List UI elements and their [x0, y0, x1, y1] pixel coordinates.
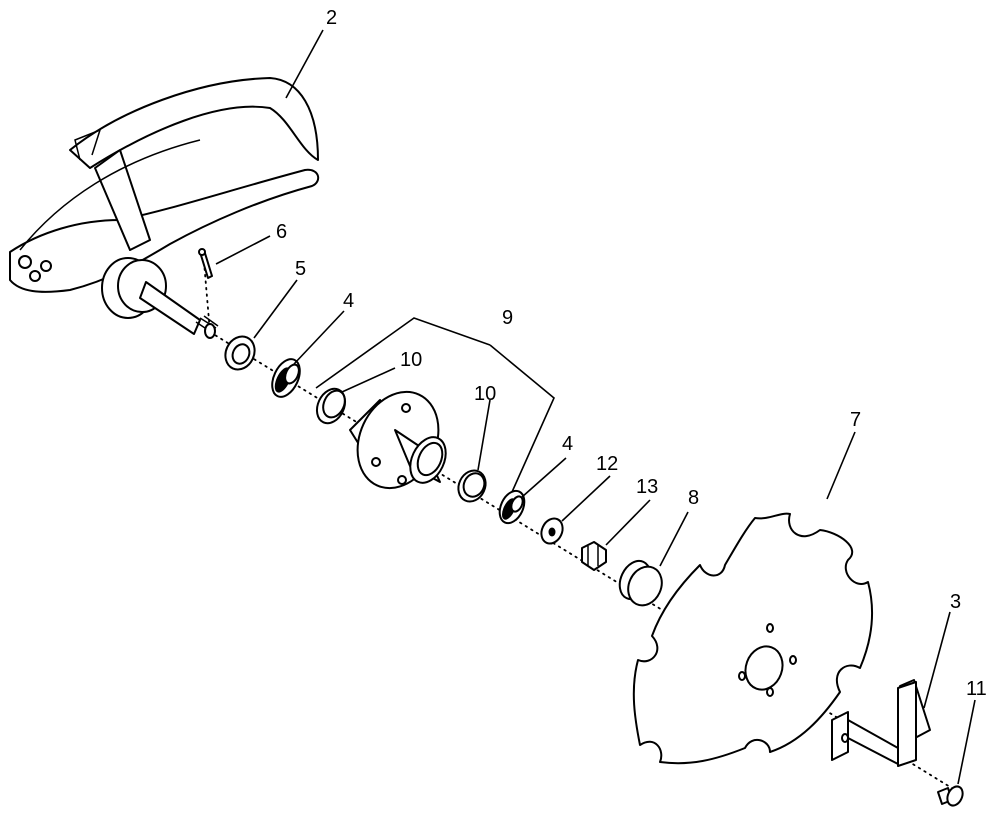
callout-label-11: 11	[966, 678, 987, 700]
callout-label-6: 6	[276, 221, 287, 243]
bearing-cone-right	[498, 489, 526, 525]
callout-labels: 2 6 5 4 9 10 10 4 12 13 8 7 3 11	[276, 7, 987, 700]
disc-blade	[632, 512, 874, 765]
bearing-cup-right	[457, 469, 487, 503]
washer-5	[224, 335, 256, 371]
castle-nut	[581, 541, 607, 571]
bearing-cone-left	[271, 358, 301, 398]
dust-cap	[618, 559, 663, 607]
callout-label-5: 5	[295, 258, 306, 280]
callout-label-12: 12	[596, 453, 618, 475]
callout-label-2: 2	[326, 7, 337, 29]
callout-label-10-left: 10	[400, 349, 422, 371]
spindle-shaft	[101, 257, 219, 339]
callout-label-4-left: 4	[343, 290, 354, 312]
callout-label-7: 7	[850, 409, 861, 431]
bearing-cup-left	[315, 387, 347, 425]
fender-bracket	[9, 77, 320, 293]
callout-label-13: 13	[636, 476, 658, 498]
callout-label-4-right: 4	[562, 433, 573, 455]
hub-assembly	[349, 390, 447, 490]
callout-label-8: 8	[688, 487, 699, 509]
assembly-axis	[203, 261, 956, 791]
leader-lines	[215, 29, 976, 785]
cotter-pin	[198, 248, 213, 279]
bolt	[937, 785, 964, 807]
washer-12	[540, 517, 564, 545]
clip-bracket	[831, 679, 931, 767]
callout-label-10-right: 10	[474, 383, 496, 405]
callout-label-9: 9	[502, 307, 513, 329]
callout-label-3: 3	[950, 591, 961, 613]
